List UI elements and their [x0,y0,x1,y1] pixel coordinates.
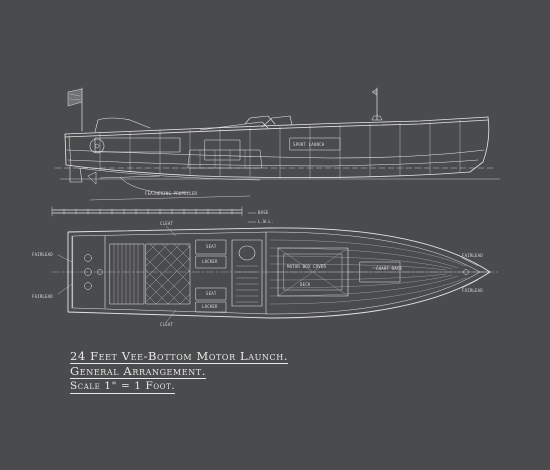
motor-box-label: Motor Box Cover [287,264,327,269]
propeller-shaft [89,195,251,201]
deck-label: Deck [300,282,311,287]
reference-ticks [247,212,257,223]
cleat-top-label: Cleat [160,221,174,226]
seat-bottom-label: Seat [206,291,217,296]
fairlead-bow-top-label: Fairlead [462,253,483,258]
cleat-bottom-label: Cleat [160,322,174,327]
fairlead-stern-top-label: Fairlead [32,252,53,257]
seat-top-label: Seat [206,244,217,249]
fairlead-bow-bottom-label: Fairlead [462,288,483,293]
scale-bar [51,206,243,217]
propeller-label: Feathering Propeller [145,191,198,196]
baseline-label: Base [258,210,269,215]
profile-view [54,87,501,195]
locker-top-label: Locker [202,259,218,264]
waterline-label: L.W.L. [258,219,274,224]
chart-rack-label: Chart Rack [376,266,403,271]
drawing-subtitle: General Arrangement. [70,364,207,379]
drawing-scale: Scale 1" = 1 Foot. [70,380,176,394]
name-board-label: Sport Launch [293,142,325,147]
drawing-title: 24 Feet Vee-Bottom Motor Launch. [70,349,289,364]
plan-view [51,225,501,323]
fairlead-stern-bottom-label: Fairlead [32,294,53,299]
locker-bottom-label: Locker [202,304,218,309]
